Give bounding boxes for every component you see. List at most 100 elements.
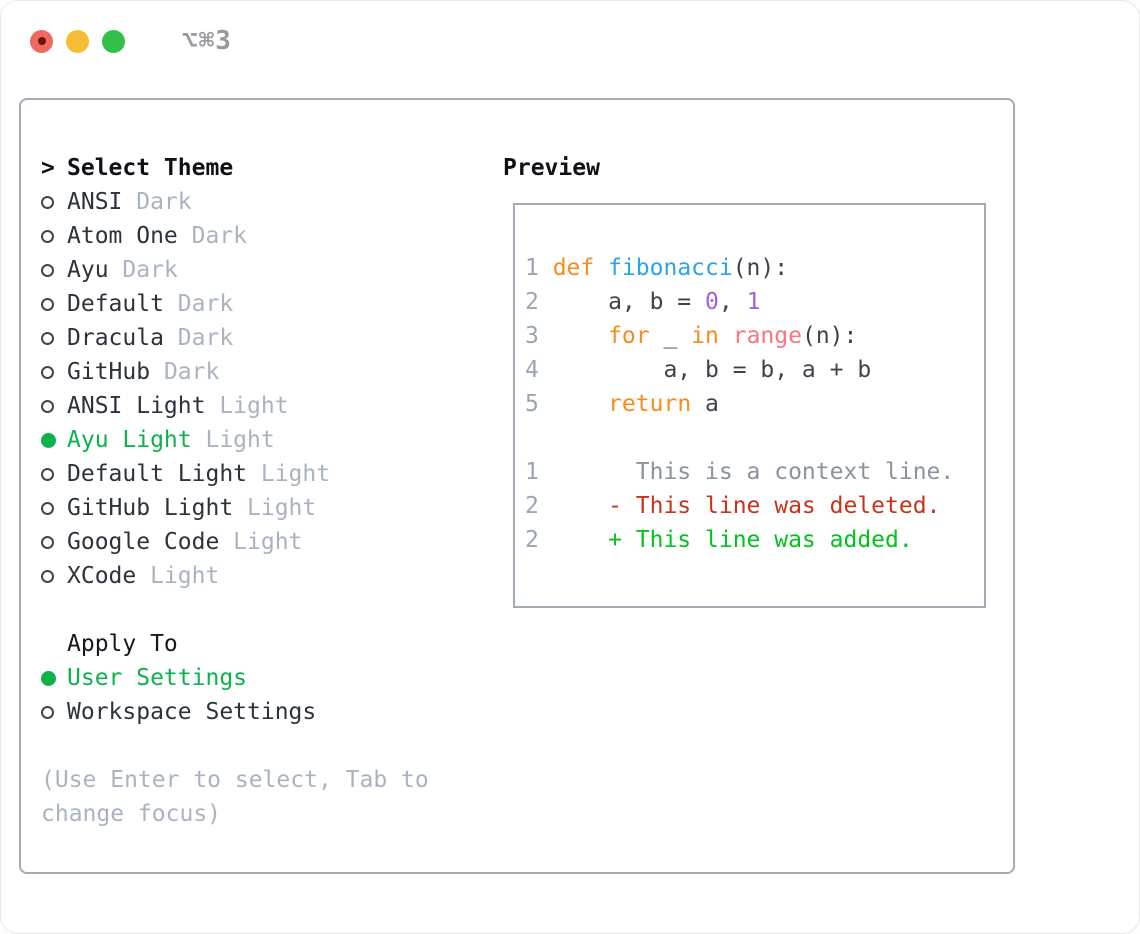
code-token: a, b = [552,289,706,315]
code-token: for [608,323,650,349]
radio-icon [41,569,67,583]
radio-selected-icon [41,432,67,448]
code-line: 2 a, b = 0, 1 [525,285,984,319]
radio-circle [41,670,56,686]
code-token: fibonacci [608,255,733,281]
apply-option-workspace-settings[interactable]: Workspace Settings [41,695,429,729]
code-blank-line [525,421,984,455]
code-line: 4 a, b = b, a + b [525,353,984,387]
theme-variant-tag: Light [260,461,331,487]
line-number: 2 [525,289,539,315]
option-label: Ayu [67,257,109,283]
radio-circle [41,399,54,413]
code-token: return [608,391,692,417]
radio-icon [41,501,67,515]
theme-variant-tag: Dark [163,359,220,385]
theme-option-ayu-light[interactable]: Ayu Light Light [41,423,429,457]
option-label: GitHub [67,359,151,385]
theme-option-default[interactable]: Default Dark [41,287,429,321]
code-token: range [732,323,802,349]
theme-option-ayu[interactable]: Ayu Dark [41,253,429,287]
option-label: Dracula [67,325,164,351]
theme-option-xcode[interactable]: XCode Light [41,559,429,593]
radio-circle [41,263,54,277]
code-token: - This line was deleted. [552,493,941,519]
code-token: 1 [746,289,761,315]
theme-variant-tag: Light [205,427,275,453]
code-token: in [691,323,719,349]
spacer [41,593,429,627]
option-label: ANSI Light [67,393,206,419]
line-number: 1 [525,459,539,485]
radio-icon [41,229,67,243]
option-label: Default [67,291,164,317]
apply-option-user-settings[interactable]: User Settings [41,661,429,695]
radio-circle [41,195,54,209]
radio-circle [41,331,54,345]
theme-variant-tag: Dark [177,291,234,317]
radio-icon [41,705,67,719]
spacer [41,729,429,763]
code-token: a, b = b, a + b [552,357,872,383]
prompt-icon: > [41,155,55,181]
apply-to-header-row: Apply To [41,627,429,661]
code-line: 3 for _ in range(n): [525,319,984,353]
radio-selected-icon [41,670,67,686]
theme-option-ansi-light[interactable]: ANSI Light Light [41,389,429,423]
theme-variant-tag: Dark [136,189,192,215]
radio-circle [41,432,56,448]
help-text-line: change focus) [41,801,222,827]
minimize-button[interactable] [66,29,89,53]
code-line: 1 This is a context line. [525,455,984,489]
line-number: 5 [525,391,539,417]
theme-option-github[interactable]: GitHub Dark [41,355,429,389]
radio-icon [41,399,67,413]
theme-select-header: Select Theme [67,155,234,181]
option-label: XCode [67,563,137,589]
titlebar: ⌥⌘3 [30,26,232,56]
close-button[interactable] [30,29,53,53]
help-text-line: (Use Enter to select, Tab to [41,767,429,793]
theme-variant-tag: Dark [191,223,248,249]
option-label: Default Light [67,461,248,487]
code-token: a [691,391,719,417]
theme-variant-tag: Light [150,563,220,589]
line-number: 2 [525,493,539,519]
code-token: This is a context line. [552,459,955,485]
code-token: + This line was added. [552,527,913,553]
code-token [719,323,733,349]
radio-circle [41,535,54,549]
line-number: 2 [525,527,539,553]
theme-variant-tag: Dark [122,257,178,283]
zoom-button[interactable] [102,29,125,53]
theme-variant-tag: Light [247,495,317,521]
option-label: Ayu Light [67,427,192,453]
option-label: User Settings [67,665,248,691]
theme-option-default-light[interactable]: Default Light Light [41,457,429,491]
code-token: , [718,289,747,315]
code-line: 2 - This line was deleted. [525,489,984,523]
theme-variant-tag: Light [233,529,303,555]
radio-circle [41,365,54,379]
theme-variant-tag: Light [219,393,289,419]
code-token [553,391,608,417]
close-dot-icon [37,37,46,45]
radio-circle [41,297,54,311]
radio-icon [41,535,67,549]
code-line: 5 return a [525,387,984,421]
line-number: 3 [525,323,539,349]
code-token: 0 [705,289,719,315]
code-token [553,323,608,349]
radio-icon [41,331,67,345]
radio-icon [41,263,67,277]
